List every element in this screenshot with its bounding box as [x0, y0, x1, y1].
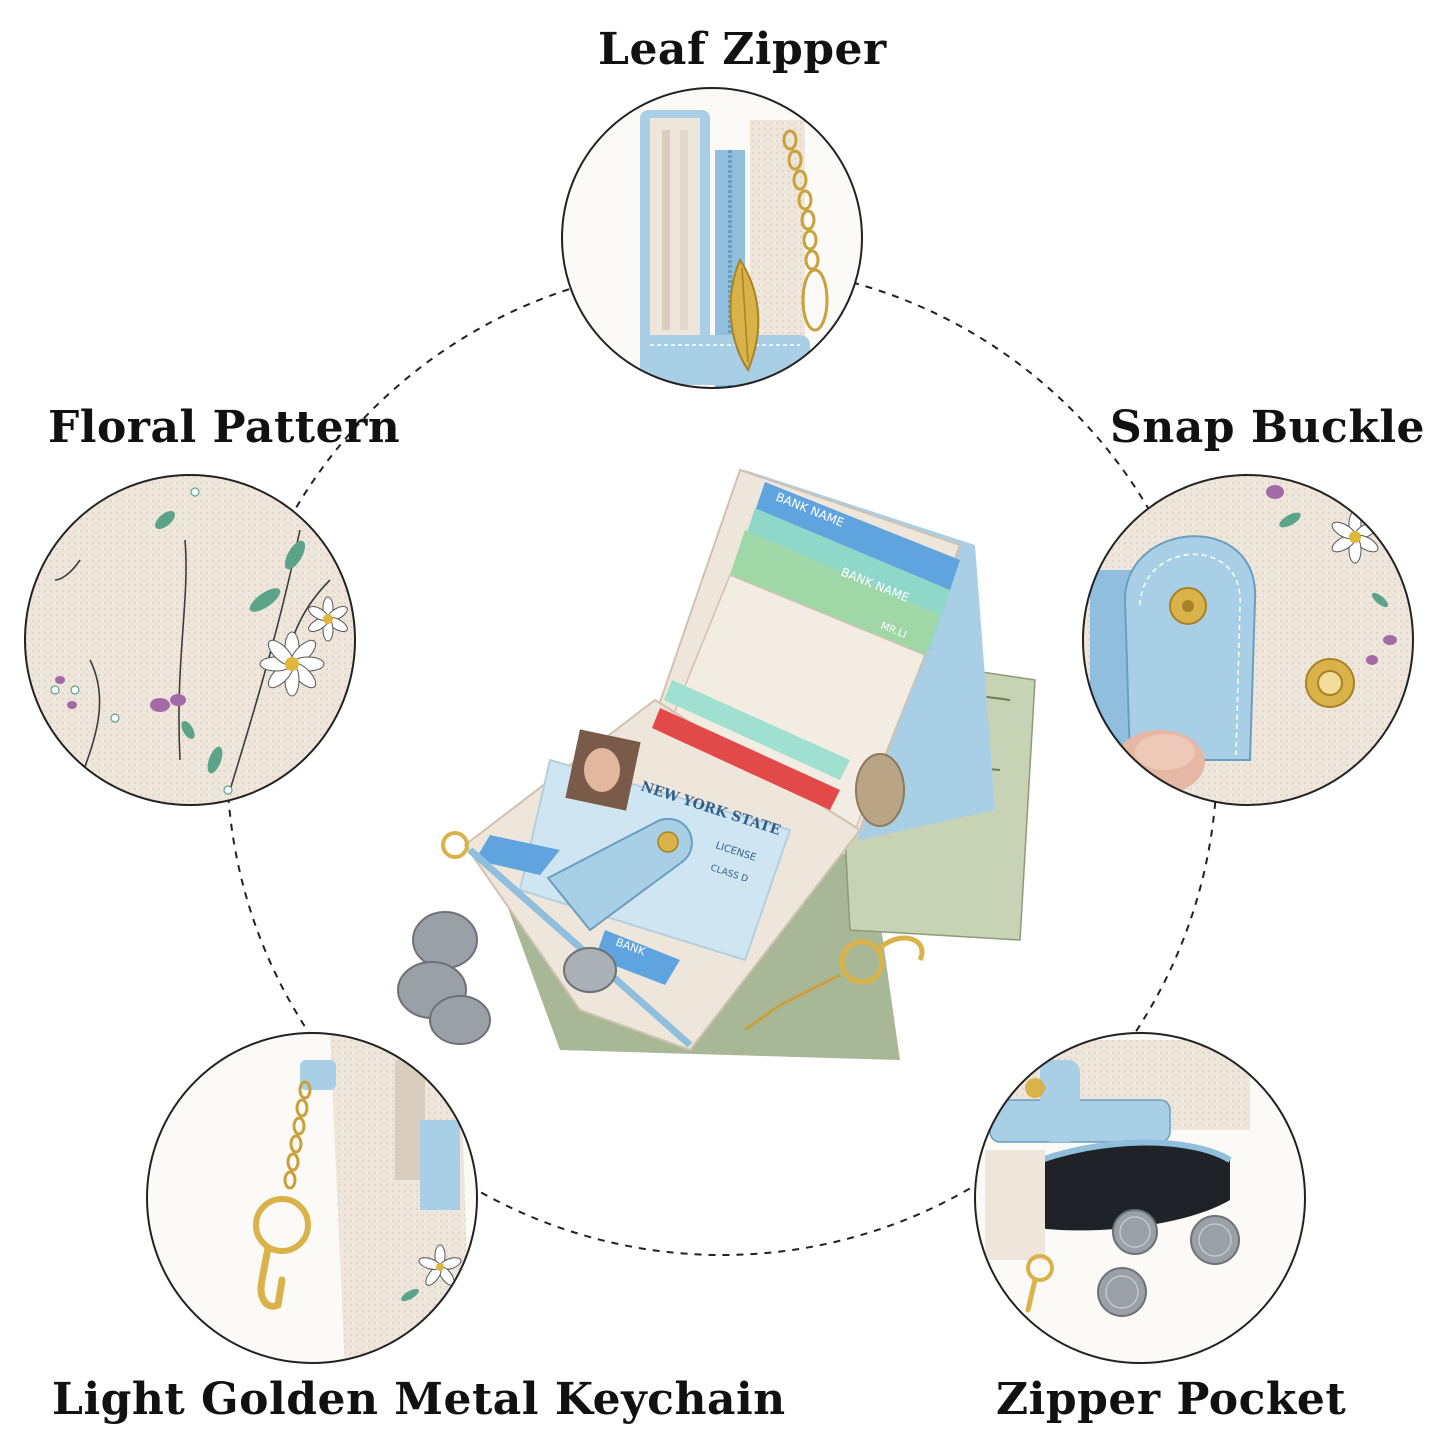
snap-strap	[546, 817, 693, 932]
daisy-flower-icon	[259, 631, 325, 697]
open-wallet-product: BANK NAME BANK NAME MR.LI NEW YORK STATE…	[397, 468, 1036, 1060]
keychain-detail	[146, 1032, 478, 1364]
snap-buckle-detail	[1082, 474, 1414, 806]
label-snap-buckle: Snap Buckle	[1110, 402, 1426, 453]
label-keychain: Light Golden Metal Keychain	[52, 1374, 786, 1425]
daisy-flower-icon	[308, 596, 348, 642]
card-green	[725, 530, 940, 672]
label-zipper-pocket: Zipper Pocket	[996, 1374, 1347, 1425]
leaf-zipper-detail	[561, 87, 863, 389]
label-leaf-zipper: Leaf Zipper	[598, 24, 887, 75]
floral-pattern-detail	[24, 474, 356, 806]
coins	[397, 753, 905, 1045]
zipper-pocket-detail	[974, 1032, 1306, 1364]
label-floral-pattern: Floral Pattern	[48, 402, 401, 453]
